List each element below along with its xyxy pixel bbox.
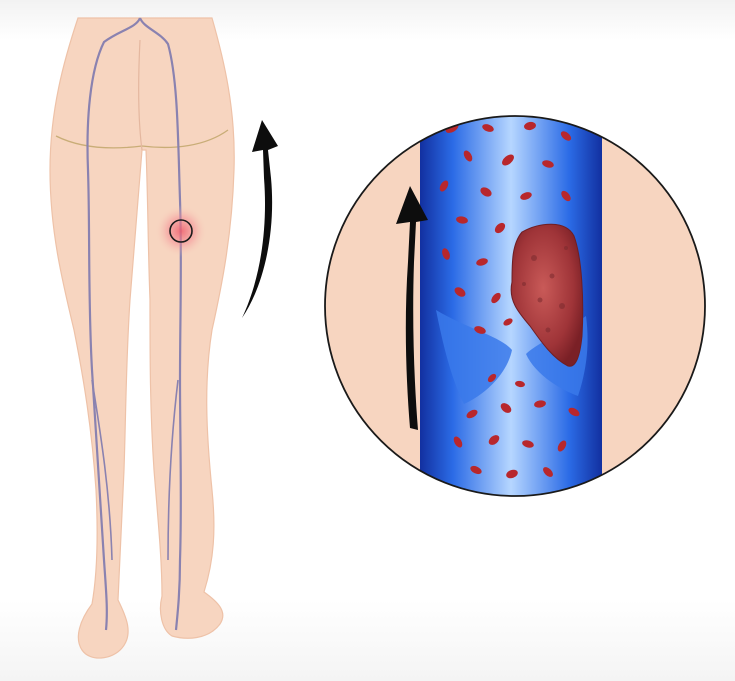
buttock-cleft [138, 39, 143, 151]
legs-figure [49, 17, 235, 659]
vein-right-branch [167, 379, 179, 561]
clot-site-glow [155, 205, 207, 257]
circle-marker-icon [169, 219, 193, 243]
legs-silhouette [49, 17, 235, 659]
blood-clot [510, 223, 584, 367]
vein-left-leg [86, 17, 142, 631]
vein-right-leg [138, 17, 182, 631]
vessel-group [420, 116, 602, 496]
curved-arrow-up-icon [396, 186, 428, 430]
vein-left-branch [91, 379, 113, 561]
clot-texture [522, 246, 568, 333]
curved-arrow-up-icon [242, 120, 278, 318]
magnifier-border [324, 115, 706, 497]
magnified-vein-view [324, 115, 706, 497]
